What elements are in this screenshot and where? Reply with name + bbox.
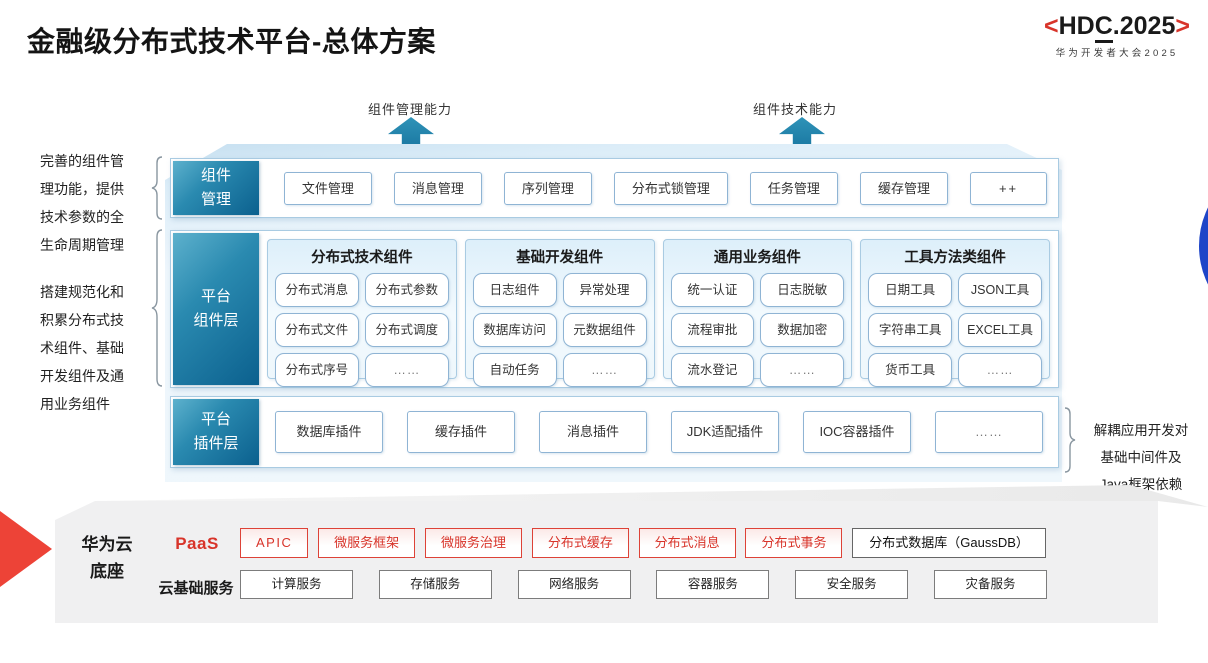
chip: 分布式事务 xyxy=(745,528,843,558)
chip: 流程审批 xyxy=(670,313,755,347)
chip: 消息管理 xyxy=(393,171,482,205)
right-brace-icon xyxy=(1064,407,1076,473)
layer-component-management: 组件 管理 文件管理 消息管理 序列管理 分布式锁管理 任务管理 缓存管理 ++ xyxy=(170,158,1059,218)
chip: 序列管理 xyxy=(503,171,592,205)
note-platform-components: 搭建规范化和积累分布式技术组件、基础开发组件及通用业务组件 xyxy=(40,284,124,412)
huawei-cloud-foundation-slab xyxy=(55,501,1158,623)
red-arrow-pointer xyxy=(0,511,52,587)
group-header: 通用业务组件 xyxy=(713,250,801,266)
platform-stack: 组件 管理 文件管理 消息管理 序列管理 分布式锁管理 任务管理 缓存管理 ++… xyxy=(165,136,1062,482)
chip: 缓存管理 xyxy=(859,171,948,205)
chip: 安全服务 xyxy=(795,570,909,599)
group-common-business: 通用业务组件 统一认证 日志脱敏 流程审批 数据加密 流水登记 …… xyxy=(662,239,853,387)
chip: 日志脱敏 xyxy=(760,273,845,307)
component-groups: 分布式技术组件 分布式消息 分布式参数 分布式文件 分布式调度 分布式序号 ……… xyxy=(267,239,1050,387)
chip: 计算服务 xyxy=(240,570,353,599)
chip-more: …… xyxy=(760,353,845,387)
chip: JDK适配插件 xyxy=(671,411,779,453)
hdc-2025-logo: <HDC.2025> 华为开发者大会2025 xyxy=(1026,12,1208,59)
chip: 日志组件 xyxy=(472,273,557,307)
chip-more: …… xyxy=(958,353,1042,387)
chip: 统一认证 xyxy=(670,273,755,307)
paas-label: PaaS xyxy=(175,534,219,553)
capability-label-management: 组件管理能力 xyxy=(368,102,453,117)
chip-gaussdb: 分布式数据库（GaussDB） xyxy=(852,528,1046,558)
chip-more: …… xyxy=(562,353,647,387)
logo-hd: HD xyxy=(1058,12,1095,40)
chip: 网络服务 xyxy=(517,570,631,599)
hdc-logo-subtitle: 华为开发者大会2025 xyxy=(1055,48,1179,59)
chip-more: …… xyxy=(935,411,1043,453)
chip: 分布式消息 xyxy=(638,528,736,558)
chip-more: …… xyxy=(364,353,449,387)
chip: 分布式消息 xyxy=(275,273,359,307)
group-grid: 分布式消息 分布式参数 分布式文件 分布式调度 分布式序号 …… xyxy=(268,270,456,394)
chip: 数据加密 xyxy=(760,313,845,347)
left-brace-icon xyxy=(151,156,163,220)
group-header: 工具方法类组件 xyxy=(904,250,1006,266)
chip: 自动任务 xyxy=(472,353,557,387)
chip: 日期工具 xyxy=(868,273,953,307)
paas-chips: APIC 微服务框架 微服务治理 分布式缓存 分布式消息 分布式事务 分布式数据… xyxy=(240,528,1046,558)
logo-rest: .2025 xyxy=(1112,12,1176,40)
chip: 微服务框架 xyxy=(318,528,416,558)
chip: 分布式参数 xyxy=(364,273,449,307)
layer-platform-components: 平台 组件层 分布式技术组件 分布式消息 分布式参数 分布式文件 分布式调度 分… xyxy=(170,230,1059,388)
chip: 流水登记 xyxy=(670,353,755,387)
chip: 字符串工具 xyxy=(868,313,953,347)
chip: 任务管理 xyxy=(749,171,838,205)
chip: JSON工具 xyxy=(958,273,1042,307)
decorative-circle xyxy=(1199,159,1208,333)
logo-left-bracket: < xyxy=(1044,12,1059,40)
layer-label-platform-components: 平台 组件层 xyxy=(173,233,259,385)
note-component-management: 完善的组件管理功能，提供技术参数的全生命周期管理 xyxy=(40,153,124,253)
layer-label-platform-plugins: 平台 插件层 xyxy=(173,399,259,465)
left-brace-icon xyxy=(151,229,163,387)
chip: 分布式调度 xyxy=(364,313,449,347)
chip: 货币工具 xyxy=(868,353,953,387)
chip: 容器服务 xyxy=(656,570,770,599)
chip: EXCEL工具 xyxy=(958,313,1042,347)
chip: 存储服务 xyxy=(378,570,492,599)
layer-platform-plugins: 平台 插件层 数据库插件 缓存插件 消息插件 JDK适配插件 IOC容器插件 …… xyxy=(170,396,1059,468)
group-tool-methods: 工具方法类组件 日期工具 JSON工具 字符串工具 EXCEL工具 货币工具 …… xyxy=(860,239,1050,387)
chip: 文件管理 xyxy=(283,171,372,205)
chip: IOC容器插件 xyxy=(803,411,911,453)
group-header: 基础开发组件 xyxy=(516,250,604,266)
cloud-services-label: 云基础服务 xyxy=(158,580,234,597)
group-basic-dev: 基础开发组件 日志组件 异常处理 数据库访问 元数据组件 自动任务 …… xyxy=(464,239,655,387)
chip: 灾备服务 xyxy=(933,570,1047,599)
chip: 分布式锁管理 xyxy=(613,171,728,205)
component-management-chips: 文件管理 消息管理 序列管理 分布式锁管理 任务管理 缓存管理 ++ xyxy=(279,159,1052,217)
logo-c-underlined: C xyxy=(1094,12,1113,43)
plugin-chips: 数据库插件 缓存插件 消息插件 JDK适配插件 IOC容器插件 …… xyxy=(275,397,1043,467)
chip: 数据库访问 xyxy=(472,313,557,347)
group-grid: 统一认证 日志脱敏 流程审批 数据加密 流水登记 …… xyxy=(664,270,852,394)
chip: 分布式文件 xyxy=(275,313,359,347)
chip: 异常处理 xyxy=(562,273,647,307)
chip: 数据库插件 xyxy=(275,411,383,453)
group-header: 分布式技术组件 xyxy=(311,250,413,266)
group-grid: 日志组件 异常处理 数据库访问 元数据组件 自动任务 …… xyxy=(466,270,654,394)
foundation-label: 华为云 底座 xyxy=(81,535,133,581)
chip: 缓存插件 xyxy=(407,411,515,453)
chip: 分布式缓存 xyxy=(531,528,629,558)
chip-more: ++ xyxy=(969,171,1048,205)
group-grid: 日期工具 JSON工具 字符串工具 EXCEL工具 货币工具 …… xyxy=(861,270,1049,394)
chip: APIC xyxy=(240,528,309,558)
logo-right-bracket: > xyxy=(1175,12,1190,40)
page-title: 金融级分布式技术平台-总体方案 xyxy=(27,26,436,57)
cloud-service-chips: 计算服务 存储服务 网络服务 容器服务 安全服务 灾备服务 xyxy=(240,570,1047,599)
hdc-logo-text: <HDC.2025> xyxy=(1026,12,1208,43)
chip: 分布式序号 xyxy=(275,353,359,387)
chip: 消息插件 xyxy=(539,411,647,453)
chip: 微服务治理 xyxy=(424,528,522,558)
capability-label-technology: 组件技术能力 xyxy=(753,102,838,117)
chip: 元数据组件 xyxy=(562,313,647,347)
layer-label-component-management: 组件 管理 xyxy=(173,161,259,215)
group-distributed-tech: 分布式技术组件 分布式消息 分布式参数 分布式文件 分布式调度 分布式序号 …… xyxy=(267,239,457,387)
